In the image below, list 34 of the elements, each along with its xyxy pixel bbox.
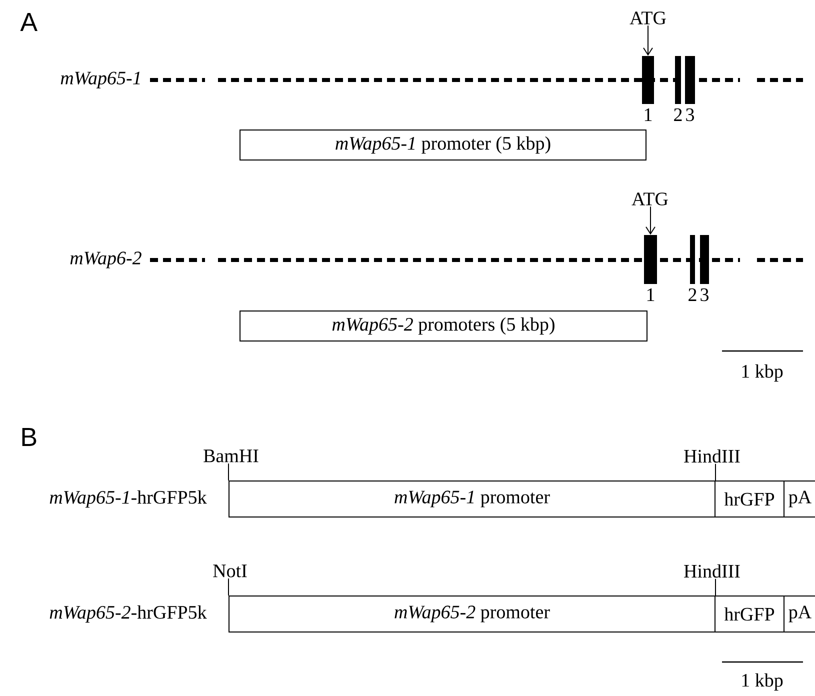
scale-label: 1 kbp [742, 364, 783, 382]
restriction-site-label: HindIII [684, 449, 740, 463]
exon-number: 2 [674, 108, 682, 121]
exon-number: 2 [688, 288, 696, 301]
construct-name: mWap65-1-hrGFP5k [50, 490, 207, 508]
restriction-site-tick [228, 578, 229, 596]
panel-letter: B [22, 428, 36, 446]
promoter-box: mWap65-1 promoter [228, 480, 716, 518]
promoter-box: mWap65-2 promoter [228, 596, 716, 632]
restriction-site-label: BamHI [204, 450, 258, 462]
construct-segment: hrGFP [714, 480, 784, 518]
construct-segment: hrGFP [714, 596, 784, 632]
gene-name: mWap6-2 [70, 252, 142, 268]
restriction-site-label: HindIII [684, 564, 740, 578]
promoter-box: mWap65-2 promoters (5 kbp) [240, 310, 648, 342]
panel-letter: A [20, 13, 38, 31]
construct-segment: pA [784, 480, 815, 518]
arrow [646, 206, 656, 235]
gene-name: mWap65-1 [60, 72, 140, 88]
restriction-site-label: NotI [213, 564, 247, 578]
restriction-site-tick [715, 463, 716, 481]
exon-number: 1 [647, 288, 654, 301]
start-codon-label: ATG [632, 192, 668, 206]
promoter-box: mWap65-1 promoter (5 kbp) [240, 130, 646, 160]
construct-name: mWap65-2-hrGFP5k [50, 605, 207, 623]
construct-segment: pA [784, 596, 815, 632]
start-codon-label: ATG [630, 12, 666, 24]
exon-number: 3 [686, 108, 694, 122]
exon-number: 1 [644, 108, 652, 121]
exon-number: 3 [700, 288, 708, 302]
scale-label: 1 kbp [742, 673, 783, 691]
restriction-site-tick [228, 463, 229, 481]
restriction-site-tick [715, 578, 716, 596]
arrow [643, 25, 653, 56]
